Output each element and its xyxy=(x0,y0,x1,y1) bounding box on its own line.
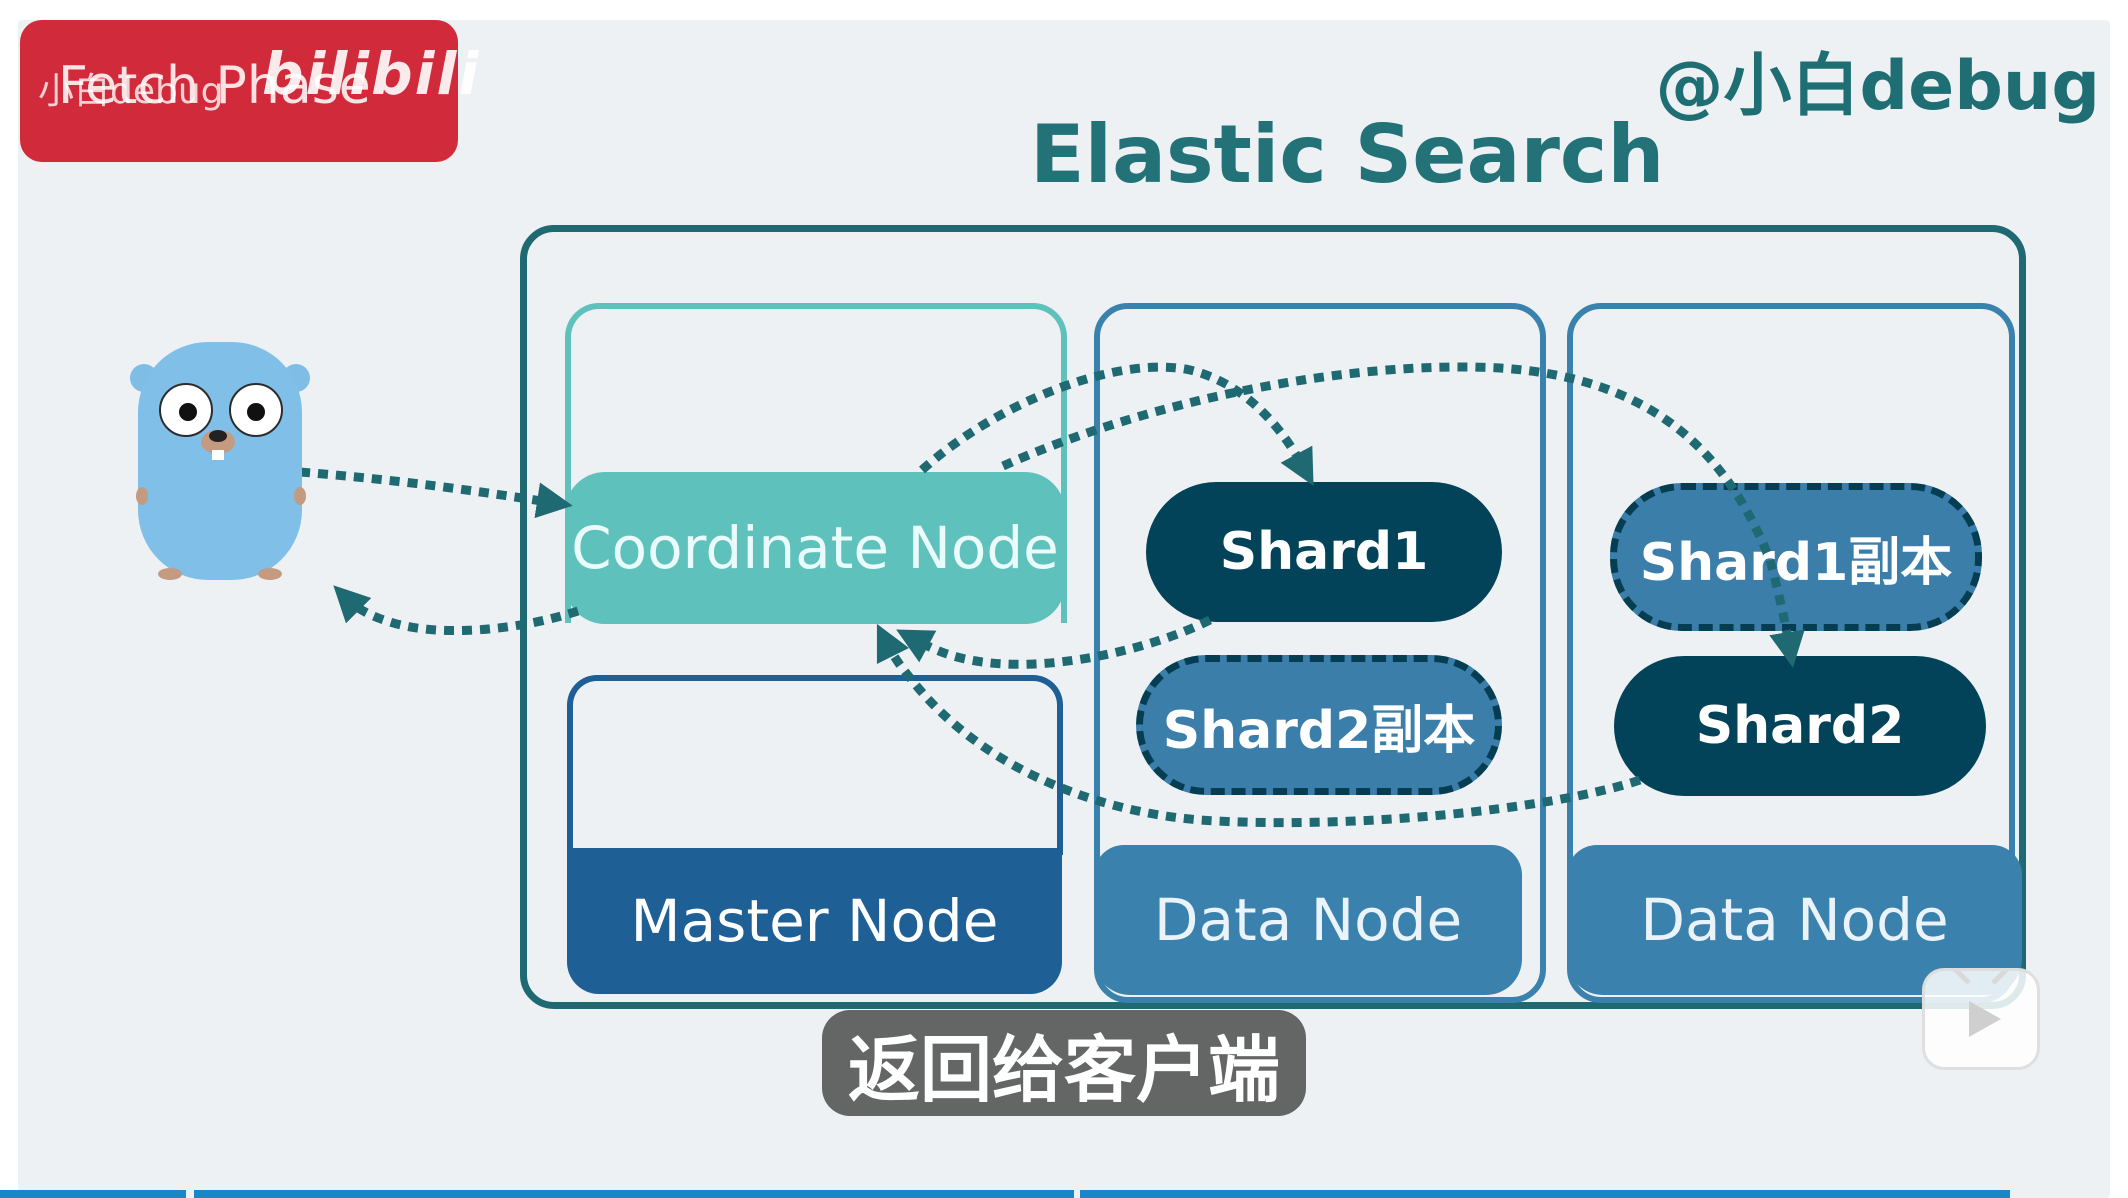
coordinate-column xyxy=(565,303,1067,623)
arrow-shard2-to-coordinate xyxy=(876,623,1642,828)
shard2-replica: Shard2副本 xyxy=(1136,655,1502,795)
arrow-coordinate-to-client xyxy=(333,585,580,636)
master-column xyxy=(567,675,1063,855)
tv-play-icon[interactable] xyxy=(1922,967,2040,1070)
progress-bar-segment-3[interactable] xyxy=(1080,1190,2010,1198)
data-node-1: Data Node xyxy=(1094,845,1522,995)
master-node: Master Node xyxy=(567,848,1062,994)
arrow-coordinate-to-shard1 xyxy=(918,362,1314,486)
play-triangle-icon xyxy=(1953,967,2009,1037)
subtitle-caption: 返回给客户端 xyxy=(822,1010,1306,1116)
progress-bar-segment-2[interactable] xyxy=(194,1190,1074,1198)
diagram-title: Elastic Search xyxy=(1030,108,1665,201)
phase-badge-title: Fetch Phase xyxy=(58,56,371,116)
data-node-1-column xyxy=(1094,303,1546,1003)
author-handle: @小白debug xyxy=(1655,47,2100,126)
watermark-author: 小白debug xyxy=(38,71,224,112)
shard2-primary: Shard2 xyxy=(1614,656,1986,796)
progress-bar-segment-1[interactable] xyxy=(0,1190,186,1198)
arrow-client-to-coordinate xyxy=(299,467,573,519)
phase-badge xyxy=(20,20,458,162)
shard1-primary: Shard1 xyxy=(1146,482,1502,622)
cluster-boundary xyxy=(520,225,2026,1009)
bilibili-logo: bilibili xyxy=(262,40,481,108)
shard1-replica: Shard1副本 xyxy=(1610,483,1982,631)
arrow-shard2replica-to-coordinate xyxy=(896,615,1213,669)
coordinate-node: Coordinate Node xyxy=(565,472,1065,624)
data-node-2-column xyxy=(1567,303,2015,1003)
